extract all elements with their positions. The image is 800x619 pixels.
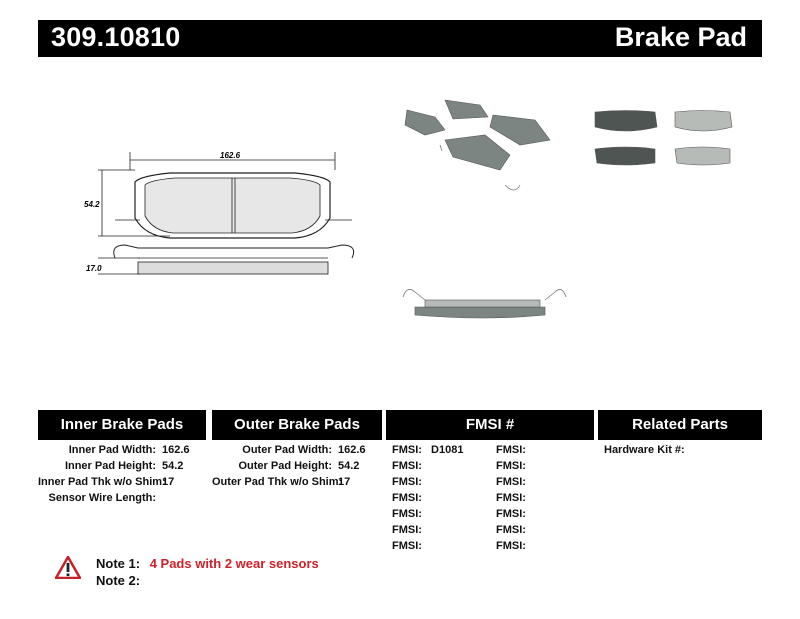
note-2-label: Note 2:: [96, 573, 141, 588]
brake-pad-photos: [402, 99, 733, 319]
fmsi-label: FMSI:: [392, 444, 422, 456]
related-parts-header: Related Parts: [598, 410, 762, 440]
thickness-dimension: 17.0: [86, 264, 102, 273]
fmsi-label: FMSI:: [392, 508, 422, 520]
fmsi-label: FMSI:: [392, 476, 422, 488]
fmsi-label: FMSI:: [496, 524, 526, 536]
outer-spec-label: Outer Pad Height:: [238, 460, 332, 472]
fmsi-row: FMSI: D1081: [392, 444, 463, 456]
fmsi-row: FMSI:: [496, 540, 526, 552]
related-part-label: Hardware Kit #:: [604, 444, 685, 456]
inner-specs-header: Inner Brake Pads Specs: [38, 410, 206, 463]
inner-spec-label: Inner Pad Thk w/o Shim:: [38, 476, 166, 488]
fmsi-row: FMSI:: [392, 508, 422, 520]
fmsi-label: FMSI:: [496, 460, 526, 472]
note-1-text: 4 Pads with 2 wear sensors: [149, 556, 319, 571]
fmsi-header: FMSI #: [386, 410, 594, 440]
note-1: Note 1: 4 Pads with 2 wear sensors: [96, 556, 319, 571]
part-number: 309.10810: [51, 22, 181, 52]
fmsi-label: FMSI:: [392, 540, 422, 552]
product-category: Brake Pad: [614, 22, 747, 52]
fmsi-row: FMSI:: [392, 540, 422, 552]
brake-pad-drawing: 162.6 54.2 17.0: [84, 151, 355, 275]
fmsi-label: FMSI:: [392, 492, 422, 504]
fmsi-value: D1081: [431, 444, 464, 456]
related-part-row: Hardware Kit #:: [604, 444, 685, 456]
outer-spec-value: 17: [338, 476, 351, 488]
fmsi-label: FMSI:: [496, 508, 526, 520]
outer-spec-label: Outer Pad Thk w/o Shim:: [212, 476, 343, 488]
outer-spec-value: 54.2: [338, 460, 360, 472]
warning-icon: [55, 556, 81, 579]
title-bar: 309.10810 Brake Pad: [38, 20, 762, 57]
fmsi-row: FMSI:: [496, 492, 526, 504]
outer-specs-header: Outer Brake Pads Specs: [212, 410, 382, 463]
fmsi-row: FMSI:: [496, 460, 526, 472]
fmsi-label: FMSI:: [496, 444, 526, 456]
fmsi-row: FMSI:: [392, 492, 422, 504]
fmsi-row: FMSI:: [496, 476, 526, 488]
fmsi-row: FMSI:: [392, 460, 422, 472]
fmsi-row: FMSI:: [496, 524, 526, 536]
fmsi-label: FMSI:: [496, 540, 526, 552]
fmsi-label: FMSI:: [392, 460, 422, 472]
inner-spec-label: Sensor Wire Length:: [48, 492, 156, 504]
inner-spec-label: Inner Pad Width:: [68, 444, 156, 456]
note-1-label: Note 1:: [96, 556, 141, 571]
fmsi-row: FMSI:: [392, 476, 422, 488]
width-dimension: 162.6: [220, 151, 241, 160]
inner-spec-label: Inner Pad Height:: [64, 460, 156, 472]
inner-spec-value: 162.6: [162, 444, 190, 456]
inner-spec-value: 54.2: [162, 460, 184, 472]
fmsi-label: FMSI:: [496, 492, 526, 504]
fmsi-row: FMSI:: [392, 524, 422, 536]
height-dimension: 54.2: [84, 200, 100, 209]
outer-spec-value: 162.6: [338, 444, 366, 456]
fmsi-label: FMSI:: [496, 476, 526, 488]
inner-spec-value: 17: [162, 476, 175, 488]
fmsi-row: FMSI:: [496, 444, 526, 456]
fmsi-label: FMSI:: [392, 524, 422, 536]
outer-spec-label: Outer Pad Width:: [242, 444, 332, 456]
fmsi-row: FMSI:: [496, 508, 526, 520]
note-2: Note 2:: [96, 573, 140, 588]
